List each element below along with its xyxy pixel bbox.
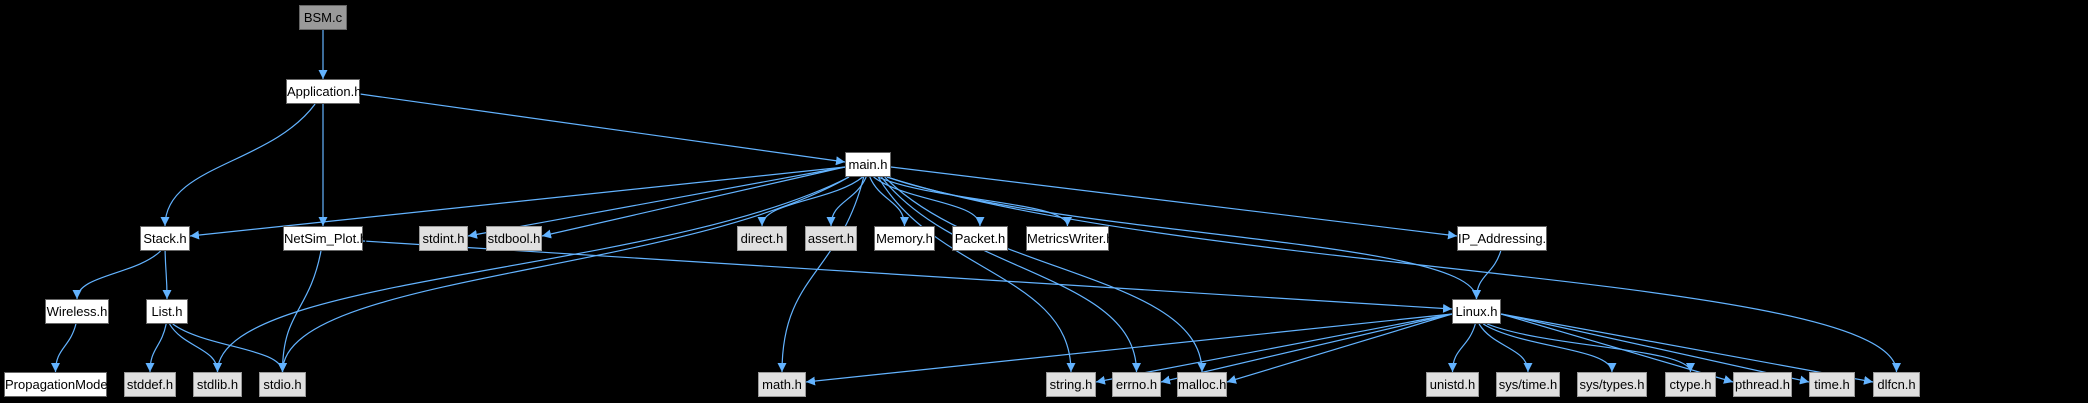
- edge-linux_h-to-unistd_h: [1448, 323, 1476, 373]
- node-ip-addressing-h[interactable]: IP_Addressing.h: [1457, 226, 1553, 251]
- node-list-h[interactable]: List.h: [146, 299, 188, 324]
- node-pthread-h: pthread.h: [1733, 372, 1792, 397]
- node-stdbool-h: stdbool.h: [486, 226, 542, 251]
- node-wireless-h[interactable]: Wireless.h: [45, 299, 109, 324]
- node-metricswriter-h[interactable]: MetricsWriter.h: [1026, 226, 1113, 251]
- edge-linux_h-to-pthread_h: [1500, 313, 1734, 384]
- node-stdio-h: stdio.h: [259, 372, 306, 397]
- node-assert-h: assert.h: [805, 226, 857, 251]
- node-netsim-plot-h[interactable]: NetSim_Plot.h: [283, 226, 367, 251]
- edge-netsim_plot_h-to-stdio_h: [278, 250, 322, 373]
- edge-linux_h-to-ctype_h: [1486, 323, 1695, 373]
- edge-list_h-to-stdlib_h: [169, 323, 222, 373]
- edge-linux_h-to-sys_types_h: [1482, 323, 1617, 373]
- edge-linux_h-to-string_h: [1095, 313, 1453, 385]
- node-math-h: math.h: [758, 372, 806, 397]
- node-propagationmodel-h[interactable]: PropagationModel.h: [4, 372, 121, 397]
- node-dlfcn-h: dlfcn.h: [1873, 372, 1920, 397]
- edge-main_h-to-stack_h: [189, 166, 846, 240]
- node-unistd-h: unistd.h: [1426, 372, 1479, 397]
- edge-netsim_plot_h-to-linux_h: [362, 240, 1453, 313]
- node-time-h: time.h: [1809, 372, 1855, 397]
- edge-linux_h-to-time_h: [1500, 313, 1810, 385]
- node-string-h: string.h: [1046, 372, 1096, 397]
- edge-linux_h-to-errno_h: [1160, 313, 1453, 385]
- edge-main_h-to-math_h: [777, 176, 865, 373]
- edge-main_h-to-ip_addressing_h: [890, 166, 1458, 240]
- edge-linux_h-to-malloc_h: [1226, 313, 1453, 384]
- node-stdlib-h: stdlib.h: [193, 372, 242, 397]
- node-linux-h[interactable]: Linux.h: [1452, 299, 1501, 324]
- edge-main_h-to-errno_h: [880, 176, 1141, 373]
- node-memory-h[interactable]: Memory.h: [874, 226, 935, 251]
- edge-main_h-to-dlfcn_h: [886, 176, 1901, 373]
- node-bsm-c[interactable]: BSM.c: [299, 5, 347, 30]
- edge-main_h-to-stdlib_h: [213, 176, 850, 373]
- node-packet-h[interactable]: Packet.h: [952, 226, 1008, 251]
- edge-main_h-to-direct_h: [757, 176, 864, 227]
- edge-application_h-to-main_h: [359, 93, 846, 166]
- edge-main_h-to-assert_h: [826, 176, 867, 227]
- node-application-h[interactable]: Application.h: [286, 79, 361, 104]
- edge-linux_h-to-dlfcn_h: [1500, 313, 1874, 385]
- edge-main_h-to-malloc_h: [884, 176, 1207, 373]
- edge-main_h-to-memory_h: [869, 176, 909, 227]
- edge-stack_h-to-wireless_h: [72, 250, 162, 300]
- edge-ip_addressing_h-to-linux_h: [1472, 250, 1502, 300]
- edge-linux_h-to-math_h: [805, 313, 1453, 386]
- node-direct-h: direct.h: [737, 226, 787, 251]
- edge-main_h-to-stdint_h: [467, 166, 846, 239]
- edge-main_h-to-metricswriter_h: [877, 176, 1072, 227]
- edge-list_h-to-stddef_h: [145, 323, 167, 373]
- node-sys-time-h: sys/time.h: [1496, 372, 1560, 397]
- edge-main_h-to-string_h: [877, 176, 1076, 373]
- edge-linux_h-to-sys_time_h: [1478, 323, 1533, 373]
- node-stdint-h: stdint.h: [419, 226, 468, 251]
- edge-main_h-to-stdio_h: [278, 176, 850, 373]
- node-sys-types-h: sys/types.h: [1577, 372, 1647, 397]
- node-malloc-h: malloc.h: [1177, 372, 1227, 397]
- edge-wireless_h-to-propagationmodel_h: [51, 323, 77, 373]
- edge-main_h-to-linux_h: [886, 176, 1481, 300]
- edge-main_h-to-packet_h: [873, 176, 985, 227]
- node-main-h[interactable]: main.h: [845, 152, 891, 177]
- node-stddef-h: stddef.h: [124, 372, 176, 397]
- node-ctype-h: ctype.h: [1665, 372, 1716, 397]
- node-errno-h: errno.h: [1112, 372, 1161, 397]
- edge-main_h-to-stdbool_h: [541, 166, 846, 239]
- edge-stack_h-to-list_h: [162, 250, 172, 300]
- edge-application_h-to-stack_h: [160, 103, 316, 227]
- node-stack-h[interactable]: Stack.h: [140, 226, 190, 251]
